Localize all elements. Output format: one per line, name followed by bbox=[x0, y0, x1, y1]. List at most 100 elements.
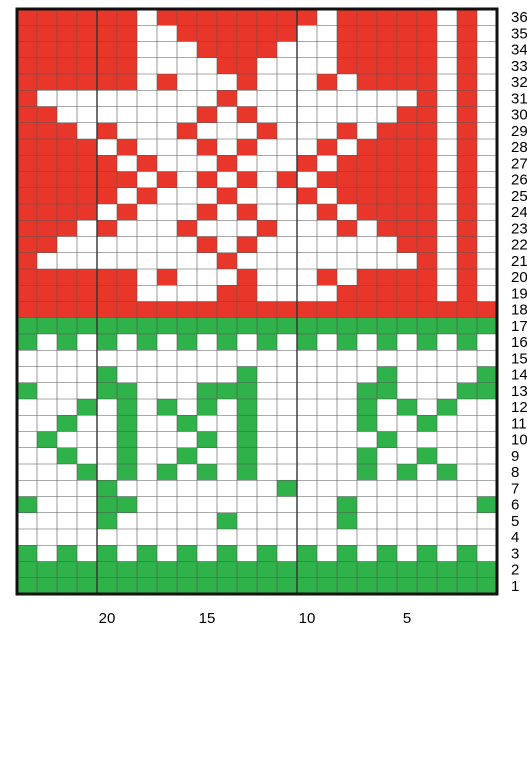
stitch-cell bbox=[477, 220, 497, 237]
stitch-cell bbox=[97, 318, 117, 335]
stitch-cell bbox=[177, 90, 197, 107]
stitch-cell bbox=[177, 562, 197, 579]
stitch-cell bbox=[177, 399, 197, 416]
stitch-cell bbox=[397, 58, 417, 75]
stitch-cell bbox=[337, 237, 357, 254]
stitch-cell bbox=[397, 497, 417, 514]
stitch-cell bbox=[457, 383, 477, 400]
stitch-cell bbox=[457, 415, 477, 432]
stitch-cell bbox=[437, 237, 457, 254]
stitch-cell bbox=[177, 350, 197, 367]
stitch-cell bbox=[257, 74, 277, 91]
stitch-cell bbox=[97, 74, 117, 91]
stitch-cell bbox=[297, 123, 317, 140]
row-label: 7 bbox=[511, 480, 519, 497]
stitch-cell bbox=[157, 513, 177, 530]
stitch-cell bbox=[277, 399, 297, 416]
stitch-cell bbox=[57, 269, 77, 286]
stitch-cell bbox=[397, 367, 417, 384]
stitch-cell bbox=[77, 529, 97, 546]
stitch-cell bbox=[477, 172, 497, 189]
stitch-cell bbox=[237, 562, 257, 579]
stitch-cell bbox=[377, 188, 397, 205]
stitch-cell bbox=[197, 269, 217, 286]
stitch-cell bbox=[317, 513, 337, 530]
stitch-cell bbox=[197, 155, 217, 172]
stitch-cell bbox=[177, 285, 197, 302]
stitch-cell bbox=[337, 123, 357, 140]
stitch-cell bbox=[357, 237, 377, 254]
stitch-cell bbox=[177, 123, 197, 140]
stitch-cell bbox=[37, 123, 57, 140]
stitch-cell bbox=[77, 172, 97, 189]
stitch-cell bbox=[237, 350, 257, 367]
stitch-cell bbox=[57, 42, 77, 59]
stitch-cell bbox=[37, 529, 57, 546]
stitch-cell bbox=[217, 220, 237, 237]
stitch-cell bbox=[177, 204, 197, 221]
stitch-cell bbox=[277, 155, 297, 172]
stitch-cell bbox=[77, 367, 97, 384]
stitch-cell bbox=[397, 545, 417, 562]
stitch-cell bbox=[77, 383, 97, 400]
stitch-cell bbox=[297, 350, 317, 367]
stitch-cell bbox=[37, 513, 57, 530]
stitch-cell bbox=[257, 237, 277, 254]
stitch-cell bbox=[97, 399, 117, 416]
stitch-cell bbox=[97, 42, 117, 59]
stitch-cell bbox=[237, 9, 257, 26]
row-label: 9 bbox=[511, 448, 519, 465]
stitch-cell bbox=[177, 318, 197, 335]
stitch-cell bbox=[437, 350, 457, 367]
stitch-cell bbox=[217, 90, 237, 107]
stitch-cell bbox=[97, 25, 117, 42]
stitch-cell bbox=[97, 562, 117, 579]
stitch-cell bbox=[57, 155, 77, 172]
stitch-cell bbox=[17, 399, 37, 416]
stitch-cell bbox=[317, 237, 337, 254]
stitch-cell bbox=[257, 302, 277, 319]
stitch-cell bbox=[397, 432, 417, 449]
stitch-cell bbox=[277, 529, 297, 546]
stitch-cell bbox=[257, 367, 277, 384]
stitch-cell bbox=[77, 220, 97, 237]
stitch-cell bbox=[237, 383, 257, 400]
stitch-cell bbox=[437, 497, 457, 514]
stitch-cell bbox=[277, 123, 297, 140]
stitch-cell bbox=[137, 269, 157, 286]
stitch-cell bbox=[37, 155, 57, 172]
stitch-cell bbox=[117, 513, 137, 530]
stitch-cell bbox=[77, 269, 97, 286]
stitch-cell bbox=[357, 204, 377, 221]
stitch-cell bbox=[237, 107, 257, 124]
stitch-cell bbox=[297, 172, 317, 189]
stitch-cell bbox=[97, 480, 117, 497]
stitch-cell bbox=[157, 204, 177, 221]
stitch-cell bbox=[337, 497, 357, 514]
stitch-cell bbox=[417, 155, 437, 172]
stitch-cell bbox=[117, 204, 137, 221]
stitch-cell bbox=[437, 432, 457, 449]
stitch-cell bbox=[417, 25, 437, 42]
stitch-cell bbox=[337, 399, 357, 416]
stitch-cell bbox=[37, 415, 57, 432]
stitch-cell bbox=[157, 220, 177, 237]
stitch-cell bbox=[237, 139, 257, 156]
stitch-cell bbox=[257, 513, 277, 530]
stitch-cell bbox=[257, 107, 277, 124]
row-label: 12 bbox=[511, 399, 527, 416]
stitch-cell bbox=[157, 123, 177, 140]
stitch-cell bbox=[197, 545, 217, 562]
stitch-cell bbox=[257, 25, 277, 42]
stitch-cell bbox=[417, 123, 437, 140]
stitch-cell bbox=[457, 269, 477, 286]
stitch-cell bbox=[457, 529, 477, 546]
stitch-cell bbox=[397, 464, 417, 481]
stitch-cell bbox=[177, 545, 197, 562]
stitch-cell bbox=[477, 42, 497, 59]
stitch-cell bbox=[377, 367, 397, 384]
stitch-cell bbox=[337, 269, 357, 286]
stitch-cell bbox=[177, 529, 197, 546]
stitch-cell bbox=[197, 578, 217, 595]
stitch-cell bbox=[97, 545, 117, 562]
